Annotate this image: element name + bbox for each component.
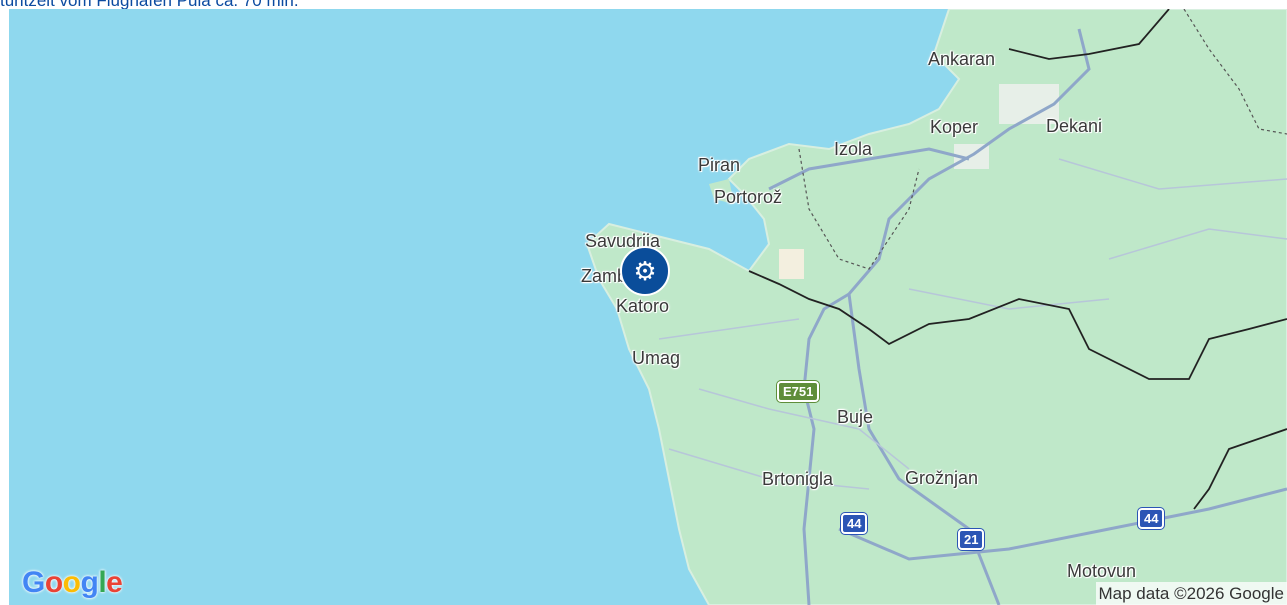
place-label: Ankaran <box>928 49 996 69</box>
place-label: Piran <box>698 155 741 175</box>
road-shield-44: 44 <box>1138 508 1165 529</box>
place-label: Katoro <box>616 296 670 316</box>
place-label: Dekani <box>1046 116 1103 136</box>
location-marker[interactable]: ⚙ <box>620 246 670 296</box>
map-canvas[interactable]: Ankaran Koper Dekani Izola Piran Portoro… <box>9 9 1287 605</box>
land-area <box>585 9 1287 605</box>
road-shield-21: 21 <box>958 529 985 550</box>
road-shield-44: 44 <box>841 513 868 534</box>
place-label: Motovun <box>1067 561 1137 581</box>
place-label: Izola <box>834 139 873 159</box>
map-geometry <box>585 9 1287 605</box>
place-label: Buje <box>837 407 874 427</box>
place-label: Koper <box>930 117 979 137</box>
caption-text: tuntzeit vom Flughafen Pula ca. 70 min. <box>0 0 299 10</box>
place-label: Brtonigla <box>762 469 834 489</box>
place-label: Grožnjan <box>905 468 979 488</box>
map-attribution[interactable]: Map data ©2026 Google <box>1095 582 1287 605</box>
urban-area <box>779 249 804 279</box>
country-border <box>748 9 1287 510</box>
place-label: Umag <box>632 348 681 368</box>
municipal-border <box>798 9 1287 270</box>
minor-roads <box>658 158 1287 490</box>
place-label: Portorož <box>714 187 783 207</box>
gear-icon: ⚙ <box>633 255 657 286</box>
google-logo[interactable]: Google <box>22 566 123 599</box>
road-shield-e751: E751 <box>777 381 820 402</box>
